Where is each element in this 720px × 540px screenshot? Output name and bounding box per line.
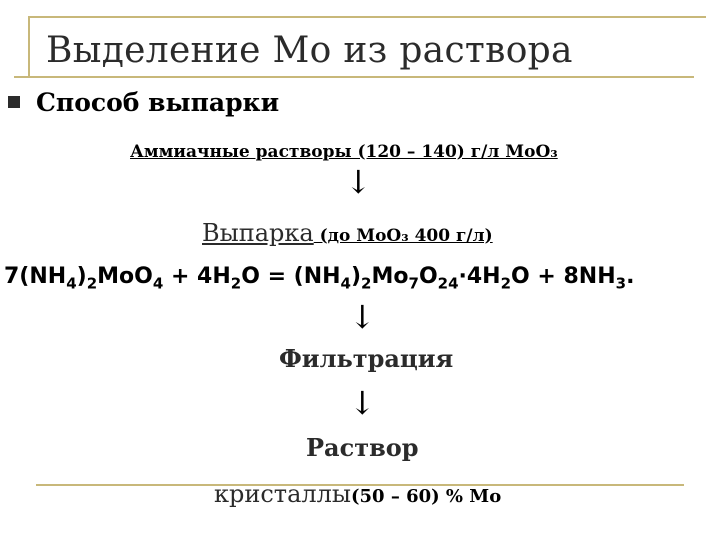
down-arrow-icon: ↓ [345, 163, 372, 201]
eq-subscript: 4 [66, 274, 77, 293]
eq-part: + 4H [163, 264, 231, 289]
evaporation-note: (до MoO₃ 400 г/л) [313, 226, 493, 246]
eq-part: Mo [371, 264, 409, 289]
feed-solution-text: Аммиачные растворы (120 – 140) г/л MoO₃ [130, 142, 558, 162]
down-arrow-icon: ↓ [349, 384, 376, 422]
eq-subscript: 4 [152, 274, 164, 293]
page-title: Выделение Мо из раствора [46, 30, 573, 71]
frame-top-line [28, 16, 706, 18]
evaporation-label: Выпарка [202, 219, 314, 247]
frame-left-line [28, 16, 30, 78]
eq-subscript: 4 [340, 274, 351, 293]
eq-subscript: 2 [86, 274, 98, 293]
eq-part: 7(NH [4, 264, 67, 289]
crystals-step: кристаллы(50 – 60) % Mo [214, 480, 501, 508]
eq-part: O [418, 264, 438, 289]
title-underline [14, 76, 694, 78]
crystals-yield: (50 – 60) % Mo [350, 486, 502, 507]
eq-subscript: 24 [437, 274, 459, 293]
method-heading: Способ выпарки [36, 88, 280, 117]
down-arrow-icon: ↓ [349, 298, 376, 336]
eq-part: MoO [97, 264, 153, 289]
crystals-label: кристаллы [214, 480, 351, 508]
filtration-step: Фильтрация [279, 344, 454, 373]
eq-part: ) [76, 264, 87, 289]
solution-label: Раствор [306, 433, 419, 462]
eq-subscript: 2 [230, 274, 242, 293]
eq-part: . [626, 264, 635, 289]
eq-subscript: 3 [615, 274, 627, 293]
eq-part: ·4H [458, 264, 501, 289]
eq-subscript: 7 [408, 274, 419, 293]
eq-part: O + 8NH [511, 264, 616, 289]
eq-subscript: 2 [361, 274, 372, 293]
bullet-square [8, 96, 20, 108]
evaporation-step: Выпарка (до MoO₃ 400 г/л) [202, 219, 493, 247]
eq-part: O = (NH [241, 264, 341, 289]
eq-part: ) [350, 264, 362, 289]
reaction-equation: 7(NH4)2MoO4 + 4H2O = (NH4)2Mo7O24·4H2O +… [4, 264, 634, 292]
frame-bottom-line [36, 484, 684, 486]
eq-subscript: 2 [500, 274, 512, 293]
